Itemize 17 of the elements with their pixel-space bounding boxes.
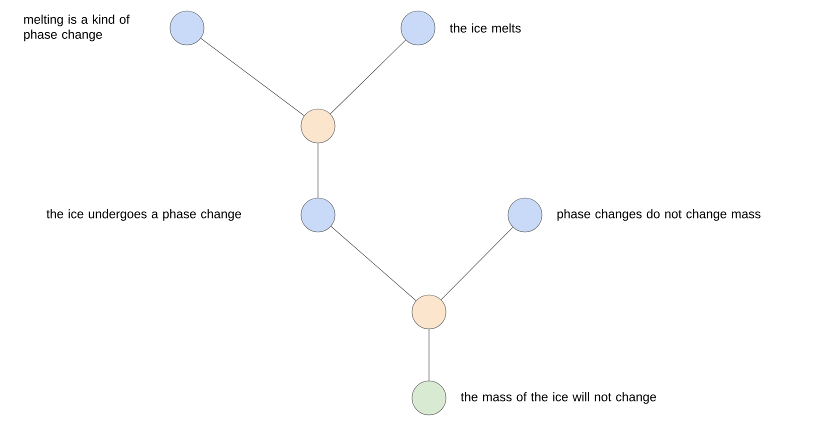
node-label: the ice undergoes a phase change — [46, 209, 242, 221]
empty-circle — [412, 294, 446, 330]
connector-line — [428, 328, 430, 381]
circle-node: the ice undergoes a phase change — [46, 198, 336, 232]
connector-line — [440, 226, 514, 300]
node-label: the mass of the ice will not change — [460, 392, 656, 404]
connector-line — [200, 38, 304, 116]
circle-node: the mass of the ice will not change — [412, 380, 656, 416]
node-label: phase changes do not change mass — [557, 209, 760, 221]
empty-circle — [300, 108, 336, 144]
node-label: the ice melts — [450, 23, 521, 33]
circle-node: melting is a kind of phase change — [24, 10, 204, 46]
connector-line — [330, 226, 416, 301]
circle-node: phase changes do not change mass — [508, 198, 760, 232]
circle-node: the ice melts — [400, 10, 521, 46]
node-label: melting is a kind of phase change — [24, 14, 130, 42]
connector-line — [330, 40, 406, 114]
